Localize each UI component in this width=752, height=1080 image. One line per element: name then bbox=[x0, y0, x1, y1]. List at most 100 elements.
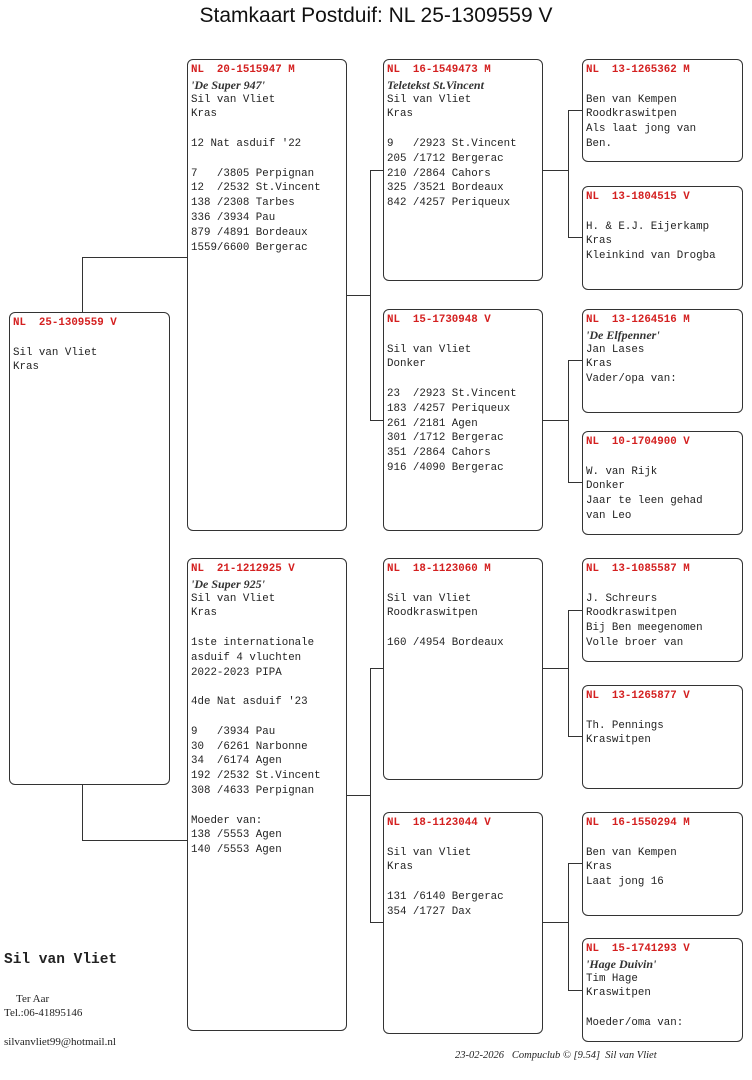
pigeon-name: 'De Super 925' bbox=[191, 576, 266, 591]
card-line bbox=[191, 710, 346, 725]
connector-line bbox=[370, 170, 383, 171]
connector-line bbox=[370, 668, 371, 922]
pigeon-name bbox=[387, 328, 542, 343]
card-line bbox=[191, 621, 346, 636]
card-line: 9 /3934 Pau bbox=[191, 725, 276, 738]
card-line: Donker bbox=[586, 480, 625, 493]
connector-line bbox=[347, 295, 370, 296]
ring-number: NL 13-1264516 M bbox=[586, 314, 690, 326]
connector-line bbox=[568, 610, 569, 736]
card-line: Roodkraswitpen bbox=[586, 607, 677, 620]
connector-line bbox=[568, 863, 569, 990]
card-line: Th. Pennings bbox=[586, 719, 664, 732]
card-line: Laat jong 16 bbox=[586, 876, 664, 889]
pigeon-name: 'De Super 947' bbox=[191, 77, 266, 92]
connector-line bbox=[543, 668, 568, 669]
pigeon-name bbox=[586, 450, 742, 465]
connector-line bbox=[82, 257, 83, 312]
card-line: 30 /6261 Narbonne bbox=[191, 740, 308, 753]
card-line: 23 /2923 St.Vincent bbox=[387, 387, 517, 400]
card-line: Kras bbox=[586, 235, 612, 248]
pigeon-card-sire: NL 20-1515947 M'De Super 947'Sil van Vli… bbox=[187, 59, 347, 531]
card-line: 160 /4954 Bordeaux bbox=[387, 636, 504, 649]
connector-line bbox=[568, 990, 582, 991]
connector-line bbox=[568, 360, 582, 361]
pigeon-name: 'De Elfpenner' bbox=[586, 327, 660, 342]
card-line: Sil van Vliet bbox=[387, 846, 472, 859]
card-line: Kras bbox=[586, 358, 612, 371]
card-line: 351 /2864 Cahors bbox=[387, 447, 491, 460]
connector-line bbox=[82, 840, 187, 841]
pigeon-name bbox=[387, 577, 542, 592]
pigeon-name bbox=[586, 704, 742, 719]
card-line: 916 /4090 Bergerac bbox=[387, 461, 504, 474]
card-line: Kras bbox=[13, 361, 39, 374]
card-line: 2022-2023 PIPA bbox=[191, 666, 282, 679]
owner-city: Ter Aar bbox=[16, 993, 50, 1005]
card-line: 138 /5553 Agen bbox=[191, 829, 282, 842]
card-line: 4de Nat asduif '23 bbox=[191, 696, 308, 709]
connector-line bbox=[370, 668, 383, 669]
card-line: Roodkraswitpen bbox=[586, 108, 677, 121]
ring-number: NL 10-1704900 V bbox=[586, 436, 690, 448]
card-line: 140 /5553 Agen bbox=[191, 844, 282, 857]
card-line: 308 /4633 Perpignan bbox=[191, 784, 315, 797]
card-line: Kras bbox=[387, 108, 413, 121]
card-line bbox=[387, 621, 542, 636]
card-line bbox=[387, 372, 542, 387]
pigeon-name bbox=[13, 331, 169, 346]
connector-line bbox=[568, 237, 582, 238]
pigeon-card-dam: NL 21-1212925 V'De Super 925'Sil van Vli… bbox=[187, 558, 347, 1031]
card-line: Kras bbox=[586, 861, 612, 874]
card-line bbox=[387, 122, 542, 137]
connector-line bbox=[543, 170, 568, 171]
card-line: Ben van Kempen bbox=[586, 93, 677, 106]
card-line: 1559/6600 Bergerac bbox=[191, 241, 308, 254]
card-line: 261 /2181 Agen bbox=[387, 417, 478, 430]
card-line: Ben van Kempen bbox=[586, 846, 677, 859]
card-line: 9 /2923 St.Vincent bbox=[387, 137, 517, 150]
card-line: Ben. bbox=[586, 137, 612, 150]
connector-line bbox=[82, 785, 83, 841]
card-line: 192 /2532 St.Vincent bbox=[191, 770, 321, 783]
connector-line bbox=[568, 110, 582, 111]
owner-name: Sil van Vliet bbox=[4, 952, 118, 968]
card-line: van Leo bbox=[586, 509, 632, 522]
card-line: Kraswitpen bbox=[586, 987, 651, 1000]
ring-number: NL 13-1265877 V bbox=[586, 690, 690, 702]
pigeon-name: Teletekst St.Vincent bbox=[387, 77, 484, 92]
card-line: Roodkraswitpen bbox=[387, 607, 478, 620]
card-line: Kleinkind van Drogba bbox=[586, 250, 716, 263]
card-line: Moeder/oma van: bbox=[586, 1016, 684, 1029]
card-line: H. & E.J. Eijerkamp bbox=[586, 220, 710, 233]
card-line bbox=[191, 680, 346, 695]
card-line: 12 Nat asduif '22 bbox=[191, 137, 302, 150]
connector-line bbox=[347, 794, 370, 796]
ring-number: NL 16-1549473 M bbox=[387, 64, 491, 76]
card-line: Kras bbox=[191, 607, 217, 620]
card-line: 301 /1712 Bergerac bbox=[387, 432, 504, 445]
card-line bbox=[191, 122, 346, 137]
card-line: Sil van Vliet bbox=[387, 343, 472, 356]
card-line: Kras bbox=[191, 108, 217, 121]
ring-number: NL 13-1085587 M bbox=[586, 563, 690, 575]
card-line: 131 /6140 Bergerac bbox=[387, 890, 504, 903]
ring-number: NL 18-1123060 M bbox=[387, 563, 491, 575]
card-line: 879 /4891 Bordeaux bbox=[191, 226, 308, 239]
ring-number: NL 25-1309559 V bbox=[13, 317, 117, 329]
card-line bbox=[191, 152, 346, 167]
pigeon-name bbox=[586, 205, 742, 220]
connector-line bbox=[543, 420, 568, 421]
card-line: Bij Ben meegenomen bbox=[586, 622, 703, 635]
card-line: 210 /2864 Cahors bbox=[387, 167, 491, 180]
card-line: Sil van Vliet bbox=[387, 592, 472, 605]
ring-number: NL 15-1741293 V bbox=[586, 943, 690, 955]
connector-line bbox=[568, 110, 569, 237]
card-line: Sil van Vliet bbox=[13, 346, 98, 359]
